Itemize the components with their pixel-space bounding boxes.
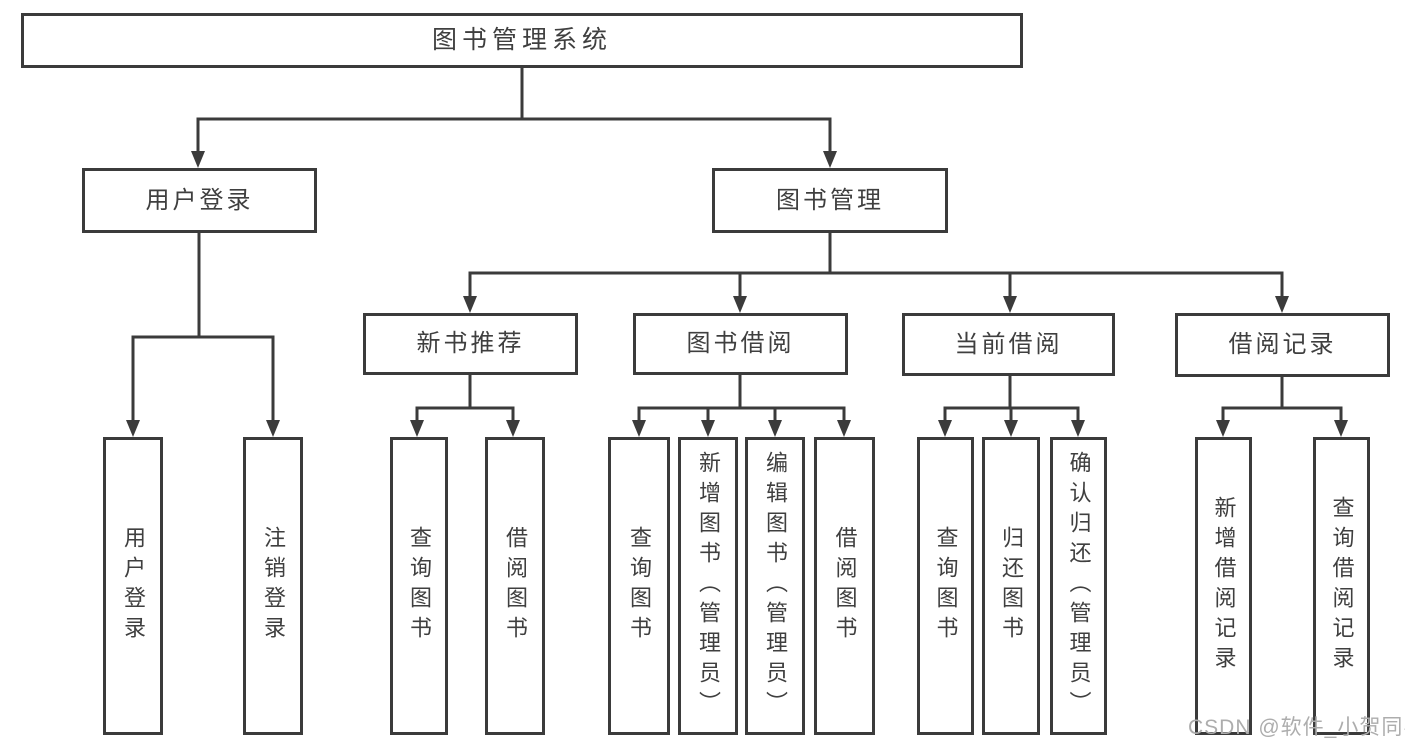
node-user-login-label: 用户登录 (145, 186, 254, 214)
leaf-logout-login-label: 注销登录 (261, 526, 286, 646)
leaf-current-return-books-label: 归还图书 (999, 526, 1024, 646)
node-current-borrowing-label: 当前借阅 (954, 330, 1063, 358)
node-book-management: 图书管理 (712, 168, 948, 233)
leaf-current-query-books: 查询图书 (917, 437, 974, 735)
leaf-newbook-borrow-books-label: 借阅图书 (503, 526, 528, 646)
node-new-book-recommend: 新书推荐 (363, 313, 578, 375)
leaf-records-query-record: 查询借阅记录 (1313, 437, 1370, 735)
node-user-login: 用户登录 (82, 168, 317, 233)
leaf-borrowing-borrow-books-label: 借阅图书 (832, 526, 858, 646)
leaf-borrowing-add-books-admin: 新增图书（管理员） (678, 437, 738, 735)
node-borrowing-records: 借阅记录 (1175, 313, 1390, 377)
node-book-borrowing: 图书借阅 (633, 313, 848, 375)
leaf-records-query-record-label: 查询借阅记录 (1329, 496, 1355, 676)
leaf-borrowing-borrow-books: 借阅图书 (814, 437, 875, 735)
leaf-borrowing-add-books-admin-label: 新增图书（管理员） (696, 451, 721, 721)
leaf-borrowing-query-books-label: 查询图书 (627, 526, 652, 646)
node-borrowing-records-label: 借阅记录 (1228, 331, 1337, 358)
leaf-current-confirm-return-admin-label: 确认归还（管理员） (1066, 451, 1092, 721)
leaf-newbook-borrow-books: 借阅图书 (485, 437, 545, 735)
node-current-borrowing: 当前借阅 (902, 313, 1115, 376)
leaf-newbook-query-books-label: 查询图书 (407, 526, 432, 646)
node-book-borrowing-label: 图书借阅 (686, 330, 795, 357)
leaf-current-confirm-return-admin: 确认归还（管理员） (1050, 437, 1107, 735)
node-book-management-label: 图书管理 (776, 186, 884, 214)
leaf-user-login-label: 用户登录 (121, 526, 146, 646)
watermark-csdn: CSDN @软件_小贺同学 (1188, 716, 1405, 739)
leaf-newbook-query-books: 查询图书 (390, 437, 448, 735)
node-library-system: 图书管理系统 (21, 13, 1023, 68)
leaf-borrowing-edit-books-admin: 编辑图书（管理员） (745, 437, 805, 735)
node-library-system-label: 图书管理系统 (431, 26, 612, 54)
leaf-records-add-record-label: 新增借阅记录 (1211, 496, 1237, 676)
leaf-borrowing-query-books: 查询图书 (608, 437, 670, 735)
leaf-user-login: 用户登录 (103, 437, 163, 735)
leaf-borrowing-edit-books-admin-label: 编辑图书（管理员） (763, 451, 788, 721)
node-new-book-recommend-label: 新书推荐 (416, 330, 525, 357)
leaf-current-query-books-label: 查询图书 (933, 526, 959, 646)
leaf-logout-login: 注销登录 (243, 437, 303, 735)
leaf-records-add-record: 新增借阅记录 (1195, 437, 1252, 735)
leaf-current-return-books: 归还图书 (982, 437, 1040, 735)
